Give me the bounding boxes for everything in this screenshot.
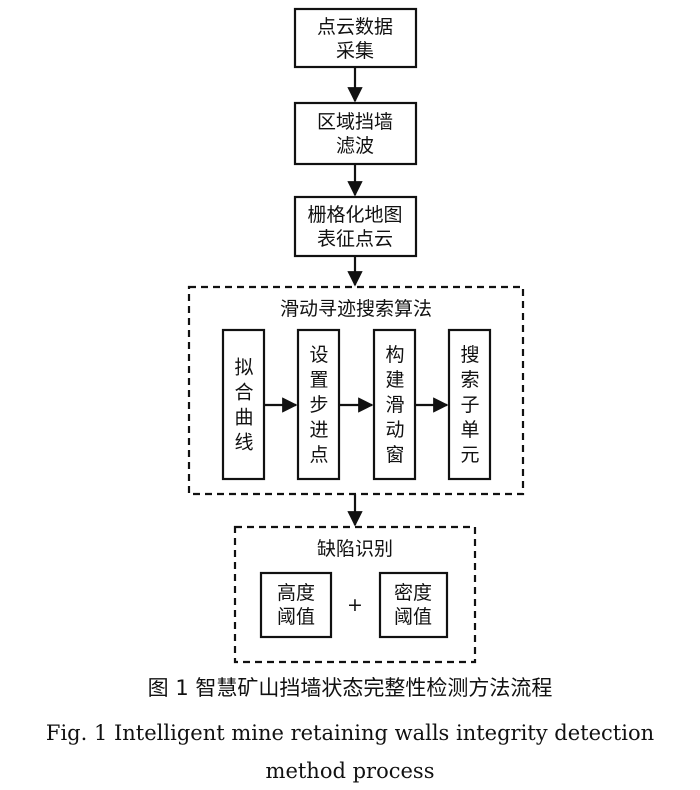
flowchart: 滑动寻迹搜索算法 缺陷识别 点云数据采集 区域挡墙滤波 栅格化地图表征点云 拟合…: [187, 7, 525, 664]
node-density-threshold-label: 密度阈值: [394, 582, 432, 628]
node-build-window: 构建滑动窗: [372, 328, 417, 481]
node-fit-curve: 拟合曲线: [221, 328, 266, 481]
figure-caption-english: Fig. 1 Intelligent mine retaining walls …: [45, 721, 655, 783]
node-collect: 点云数据采集: [293, 7, 418, 69]
node-search-subunit: 搜索子单元: [447, 328, 492, 481]
node-height-threshold: 高度阈值: [259, 571, 333, 639]
group-defect-detection-label: 缺陷识别: [317, 538, 393, 560]
node-filter: 区域挡墙滤波: [293, 101, 418, 166]
node-set-step-label: 设置步进点: [309, 344, 328, 466]
node-filter-label: 区域挡墙滤波: [317, 111, 393, 157]
node-grid-label: 栅格化地图表征点云: [307, 204, 402, 250]
node-density-threshold: 密度阈值: [378, 571, 449, 639]
group-defect-detection: 缺陷识别: [233, 525, 477, 664]
node-set-step: 设置步进点: [296, 328, 341, 481]
node-fit-curve-label: 拟合曲线: [234, 357, 253, 454]
node-height-threshold-label: 高度阈值: [277, 582, 315, 628]
node-search-subunit-label: 搜索子单元: [460, 344, 479, 466]
plus-sign: +: [347, 594, 363, 616]
group-sliding-search-label: 滑动寻迹搜索算法: [280, 298, 432, 320]
node-collect-label: 点云数据采集: [317, 16, 393, 62]
figure-caption-chinese: 图 1 智慧矿山挡墙状态完整性检测方法流程: [147, 676, 553, 700]
node-grid: 栅格化地图表征点云: [293, 195, 418, 258]
node-build-window-label: 构建滑动窗: [385, 344, 404, 466]
